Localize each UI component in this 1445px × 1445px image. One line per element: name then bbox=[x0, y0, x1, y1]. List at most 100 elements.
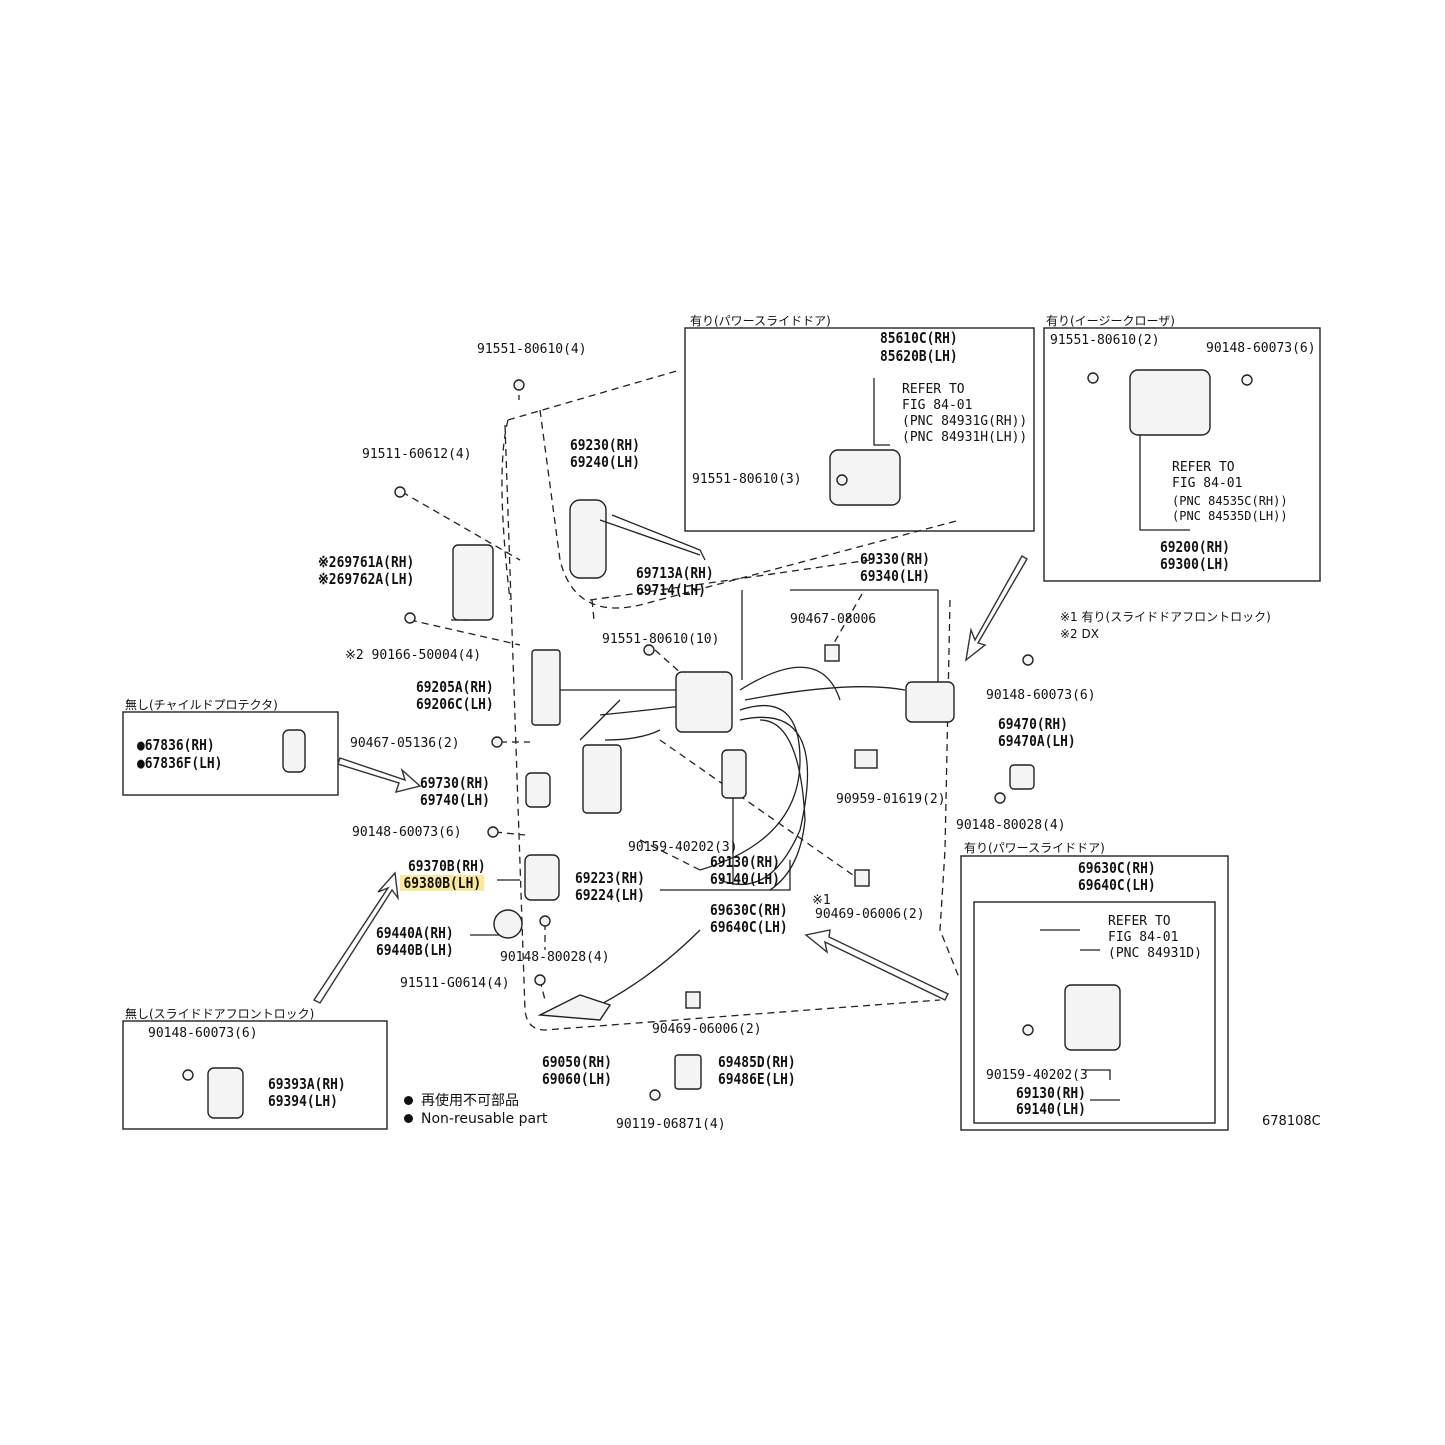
refer-line-4: (PNC 84931H(LH)) bbox=[902, 430, 1028, 445]
lower-roller-shape bbox=[537, 994, 612, 1021]
ps2-refer-2: FIG 84-01 bbox=[1108, 930, 1179, 945]
label-90469-a: 90469-06006(2) bbox=[815, 907, 925, 922]
arrow-closer-to-latch bbox=[965, 555, 1028, 662]
label-69206: 69206C(LH) bbox=[416, 695, 494, 713]
label-90159: 90159-40202(3) bbox=[628, 840, 738, 855]
handle-rod-shape bbox=[611, 514, 706, 561]
clip-shape-a bbox=[824, 644, 840, 662]
label-note1-mark: ※1 bbox=[812, 893, 831, 908]
label-69380-highlighted: 69380B(LH) bbox=[400, 875, 485, 891]
front-lock-shape bbox=[524, 854, 560, 901]
label-69713: 69713A(RH) bbox=[636, 564, 714, 582]
bracket-69485-shape bbox=[674, 1054, 702, 1090]
part-number-69393a: 69393A(RH) bbox=[268, 1075, 346, 1093]
arrow-child-to-inside-handle bbox=[337, 757, 422, 793]
label-69730: 69730(RH) bbox=[420, 774, 490, 792]
label-69762: ※269762A(LH) bbox=[318, 570, 415, 588]
outside-handle-shape bbox=[569, 499, 607, 579]
legend-dot-icon bbox=[404, 1096, 413, 1105]
label-69330: 69330(RH) bbox=[860, 550, 930, 568]
bolt-label-91551-2: 91551-80610(2) bbox=[1050, 333, 1160, 348]
leaders bbox=[401, 383, 863, 1001]
box-power-slide2-inner bbox=[973, 901, 1216, 1124]
legend-jp: 再使用不可部品 bbox=[404, 1090, 519, 1110]
inside-handle-shape bbox=[525, 772, 551, 808]
solid-leaders bbox=[470, 378, 1190, 1101]
stop-bracket-shape bbox=[1009, 764, 1035, 790]
refer-line-1: REFER TO bbox=[902, 382, 965, 397]
front-lock-plate-shape bbox=[207, 1067, 244, 1119]
label-90148-right: 90148-60073(6) bbox=[986, 688, 1096, 703]
bolt-label-90148-frontlock: 90148-60073(6) bbox=[148, 1026, 258, 1041]
part-number-69140-box: 69140(LH) bbox=[1016, 1100, 1086, 1118]
refer-line-2: FIG 84-01 bbox=[902, 398, 973, 413]
label-90166: ※2 90166-50004(4) bbox=[345, 648, 482, 663]
part-number-69394: 69394(LH) bbox=[268, 1092, 338, 1110]
label-69761: ※269761A(RH) bbox=[318, 553, 415, 571]
bolt-label-90159-box: 90159-40202(3 bbox=[986, 1068, 1088, 1083]
box-front-lock-frame bbox=[122, 1020, 388, 1130]
part-number-69200: 69200(RH) bbox=[1160, 538, 1230, 556]
label-91551-10: 91551-80610(10) bbox=[602, 632, 720, 647]
label-90467-05136: 90467-05136(2) bbox=[350, 736, 460, 751]
legend-en-text: Non-reusable part bbox=[421, 1111, 548, 1127]
closer-refer-3: (PNC 84535C(RH)) bbox=[1172, 494, 1288, 508]
box-child-frame bbox=[122, 711, 339, 796]
bolt-label-90148-closer: 90148-60073(6) bbox=[1206, 341, 1316, 356]
part-number-67836f: ●67836F(LH) bbox=[137, 754, 223, 772]
part-number-85620b: 85620B(LH) bbox=[880, 347, 958, 365]
label-90467-08006: 90467-08006 bbox=[790, 612, 877, 627]
closer-motor-shape bbox=[1129, 369, 1211, 436]
label-69224: 69224(LH) bbox=[575, 886, 645, 904]
label-69240: 69240(LH) bbox=[570, 453, 640, 471]
label-69050: 69050(RH) bbox=[542, 1053, 612, 1071]
label-91511-g0614: 91511-G0614(4) bbox=[400, 976, 510, 991]
cable-end-shape bbox=[721, 749, 747, 799]
small-connector-shape bbox=[854, 749, 878, 769]
label-90148-80028-right: 90148-80028(4) bbox=[956, 818, 1066, 833]
label-69470: 69470(RH) bbox=[998, 715, 1068, 733]
part-number-69640c-box: 69640C(LH) bbox=[1078, 876, 1156, 894]
remote-control-shape bbox=[582, 744, 622, 814]
part-number-85610c: 85610C(RH) bbox=[880, 329, 958, 347]
lock-assy-shape bbox=[1064, 984, 1121, 1051]
ps2-refer-3: (PNC 84931D) bbox=[1108, 946, 1202, 961]
label-69230: 69230(RH) bbox=[570, 436, 640, 454]
hinge-cover-shape bbox=[452, 544, 494, 621]
label-90119: 90119-06871(4) bbox=[616, 1117, 726, 1132]
box-power-slide-frame bbox=[684, 327, 1035, 532]
closer-refer-1: REFER TO bbox=[1172, 460, 1235, 475]
arrow-powerslide2-to-cable bbox=[804, 929, 949, 1001]
slide-motor-shape bbox=[829, 449, 901, 506]
door-outline bbox=[501, 369, 961, 1031]
legend-dot-icon bbox=[404, 1114, 413, 1123]
label-69140: 69140(LH) bbox=[710, 870, 780, 888]
figure-id: 678108C bbox=[1262, 1114, 1321, 1129]
part-number-69300: 69300(LH) bbox=[1160, 555, 1230, 573]
label-69740: 69740(LH) bbox=[420, 791, 490, 809]
label-69205: 69205A(RH) bbox=[416, 678, 494, 696]
label-69485: 69485D(RH) bbox=[718, 1053, 796, 1071]
label-69630c: 69630C(RH) bbox=[710, 901, 788, 919]
label-69486: 69486E(LH) bbox=[718, 1070, 796, 1088]
closer-refer-4: (PNC 84535D(LH)) bbox=[1172, 509, 1288, 523]
box-power-slide-caption: 有り(パワースライドドア) bbox=[690, 314, 831, 328]
legend-jp-text: 再使用不可部品 bbox=[421, 1093, 519, 1109]
label-90148-80028-left: 90148-80028(4) bbox=[500, 950, 610, 965]
label-69470a: 69470A(LH) bbox=[998, 732, 1076, 750]
arrow-frontlock-to-69380 bbox=[312, 871, 400, 1004]
box-easy-closer-caption: 有り(イージークローザ) bbox=[1046, 314, 1175, 328]
label-69440a: 69440A(RH) bbox=[376, 924, 454, 942]
label-69130: 69130(RH) bbox=[710, 853, 780, 871]
box-front-lock-caption: 無し(スライドドアフロントロック) bbox=[125, 1007, 315, 1021]
lock-bracket-shape bbox=[531, 649, 561, 726]
legend-en: Non-reusable part bbox=[404, 1111, 547, 1127]
bolt-label-91551-3: 91551-80610(3) bbox=[692, 472, 802, 487]
rod-69713-shape bbox=[599, 519, 701, 556]
label-69223: 69223(RH) bbox=[575, 869, 645, 887]
box-child-caption: 無し(チャイルドプロテクタ) bbox=[125, 698, 278, 712]
rear-latch-shape bbox=[905, 681, 955, 723]
label-91551-4: 91551-80610(4) bbox=[477, 342, 587, 357]
closer-refer-2: FIG 84-01 bbox=[1172, 476, 1243, 491]
